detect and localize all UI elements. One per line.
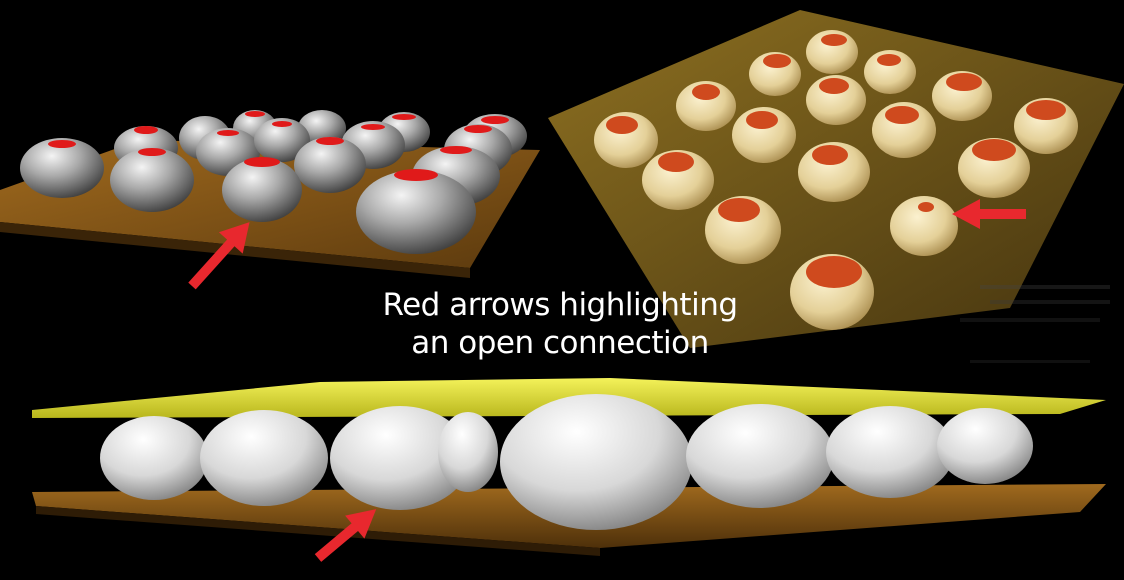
background-noise — [960, 285, 1110, 363]
top-right-panel — [548, 10, 1124, 348]
arrow-icon — [188, 199, 1026, 562]
bottom-assembly — [32, 378, 1106, 556]
caption-line-1: Red arrows highlighting — [382, 287, 738, 323]
caption: Red arrows highlighting an open connecti… — [300, 286, 820, 362]
top-left-panel — [0, 110, 540, 278]
caption-line-2: an open connection — [411, 325, 709, 361]
